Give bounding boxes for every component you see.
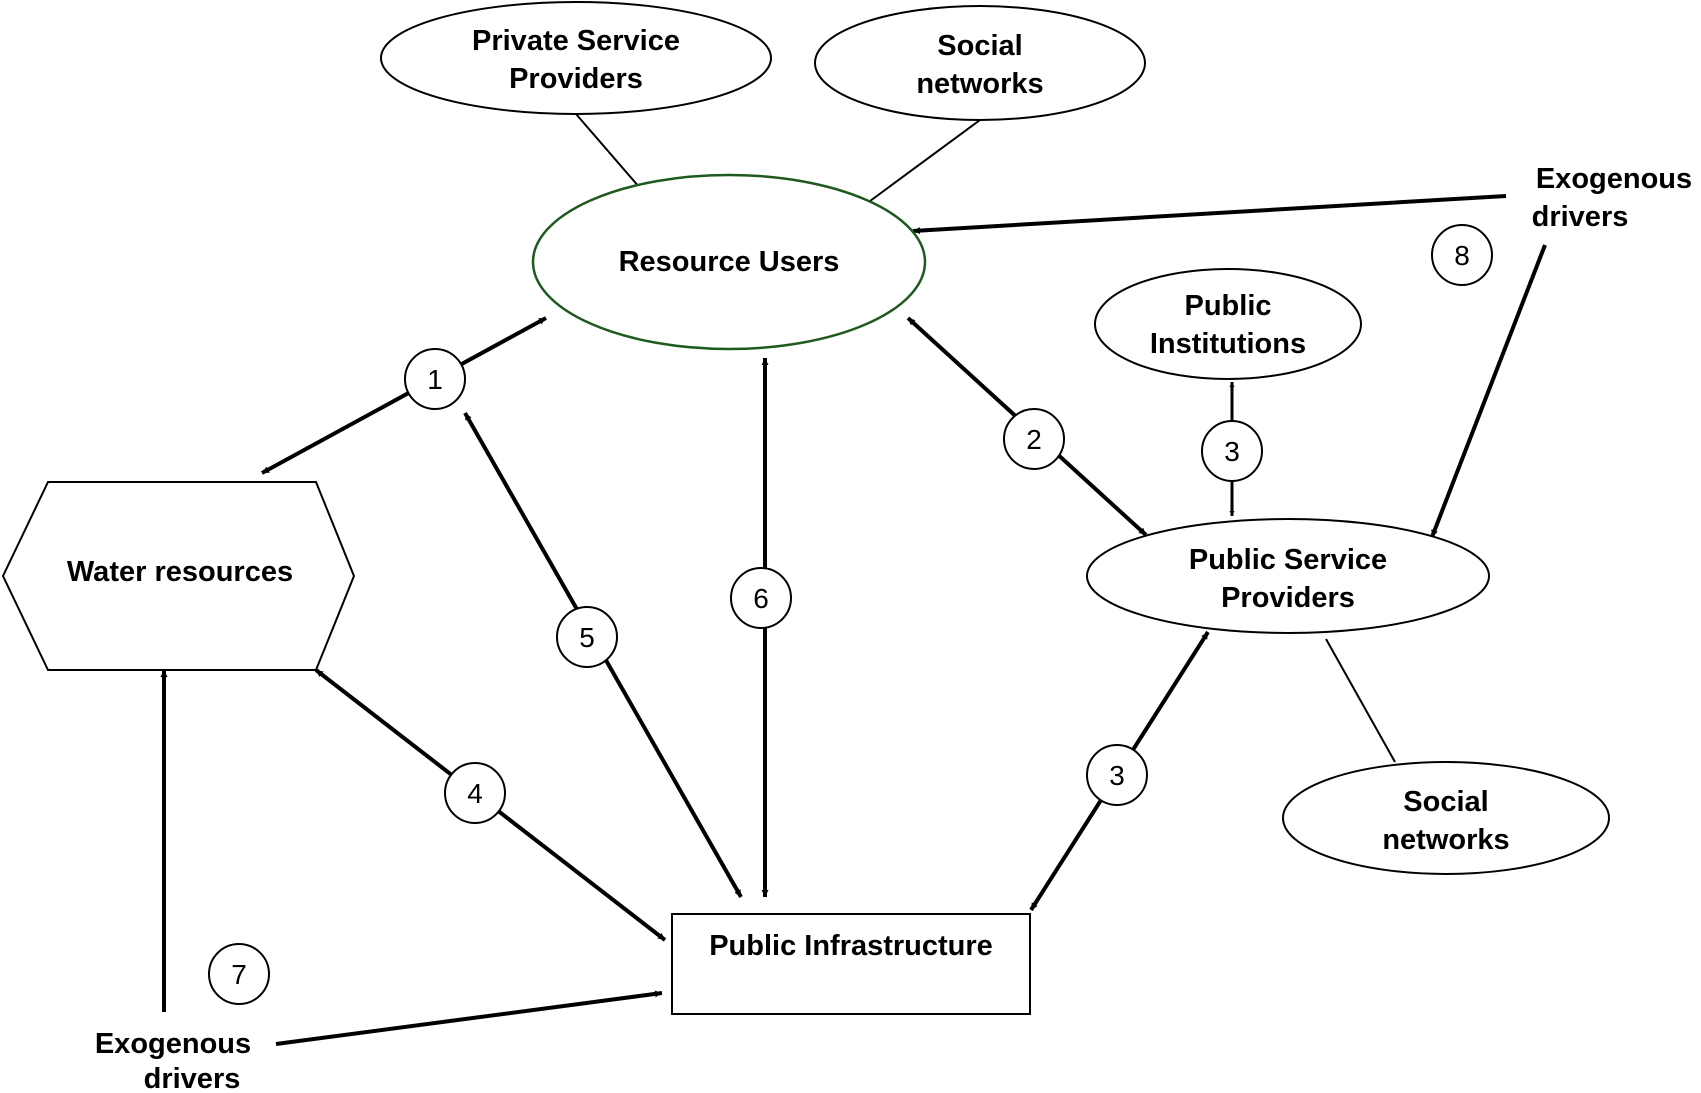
link-4-badge: 4 [444,762,506,824]
link-2-number: 2 [1026,424,1042,455]
label-line: Exogenous [95,1028,251,1060]
link-6-number: 6 [753,583,769,614]
link-4-number: 4 [467,778,483,809]
label-line: drivers [1532,201,1629,233]
connector-social-networks-top [865,119,981,205]
link-3-institutions-badge: 3 [1201,420,1263,482]
link-6-badge: 6 [730,567,792,629]
label-line: Social [937,30,1022,62]
node-water-resources: Water resources [1,481,356,671]
link-3-number: 3 [1224,436,1240,467]
label-line: Exogenous [1536,163,1692,195]
connector-social-networks-bottom [1325,638,1396,763]
node-exogenous-drivers-right: Exogenous drivers [1532,163,1693,233]
link-1-number: 1 [427,364,443,395]
label-line: Social [1403,786,1488,818]
exogenous-to-infrastructure-arrow [275,990,663,1046]
connector-private-providers [575,113,641,189]
node-public-institutions: Public Institutions [1094,268,1362,380]
link-2-badge: 2 [1003,408,1065,470]
node-social-networks-top: Social networks [814,5,1146,121]
label-line: Public Infrastructure [709,930,993,962]
link-3-number: 3 [1109,760,1125,791]
label-line: Resource Users [619,246,840,278]
link-8-number: 8 [1454,240,1470,271]
label-line: Private Service [472,25,680,57]
node-resource-users: Resource Users [531,173,927,351]
node-social-networks-bottom: Social networks [1282,761,1610,875]
link-5-badge: 5 [556,606,618,668]
node-exogenous-drivers-left: Exogenous drivers [95,1028,251,1093]
link-3-infrastructure-badge: 3 [1086,744,1148,806]
label-line: Institutions [1150,328,1306,360]
label-line: networks [1382,824,1509,856]
link-7-number: 7 [231,959,247,990]
link-5-number: 5 [579,622,595,653]
link-7-badge: 7 [208,943,270,1005]
link-1-arrow [261,316,547,475]
link-8-arrow [1430,244,1547,538]
label-line: Public Service [1189,544,1387,576]
label-line: drivers [144,1063,241,1093]
node-public-service-providers: Public Service Providers [1086,518,1490,634]
node-private-service-providers: Private Service Providers [380,1,772,115]
label-line: Water resources [67,556,293,588]
label-line: Public [1184,290,1271,322]
exogenous-to-resource-users-arrow [912,194,1507,235]
link-8-badge: 8 [1431,224,1493,286]
label-line: networks [916,68,1043,100]
node-public-infrastructure: Public Infrastructure [671,913,1031,1015]
label-line: Providers [1221,582,1355,614]
link-1-badge: 1 [404,348,466,410]
label-line: Providers [509,63,643,95]
